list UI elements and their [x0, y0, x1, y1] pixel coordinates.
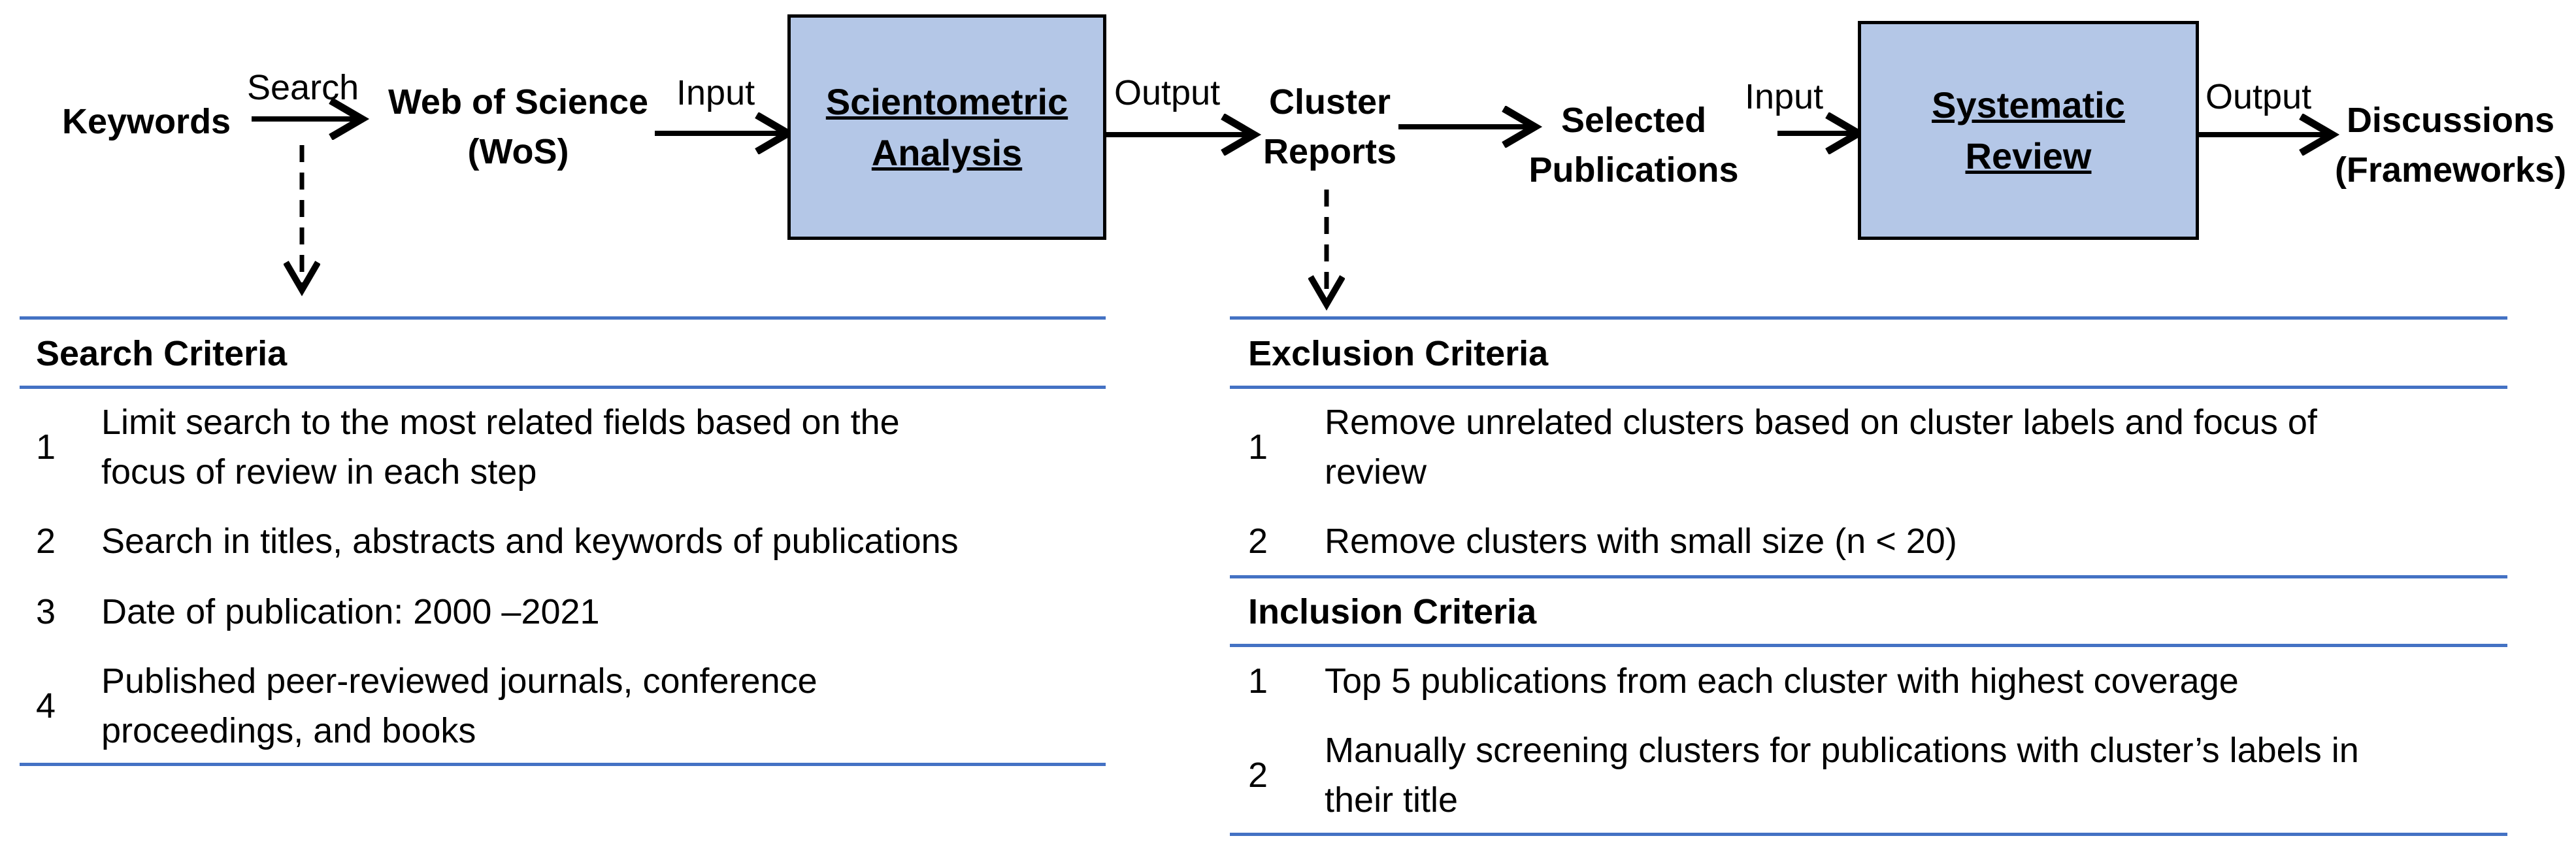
- search-criteria-item-1: 1 Limit search to the most related field…: [36, 403, 900, 492]
- search-criteria-item-2: 2 Search in titles, abstracts and keywor…: [36, 522, 959, 561]
- edge-label-output-2: Output: [2205, 77, 2312, 116]
- node-discussions: Discussions (Frameworks): [2334, 101, 2567, 190]
- node-cluster-reports: Cluster Reports: [1263, 82, 1397, 171]
- node-selected-publications: Selected Publications: [1528, 101, 1739, 190]
- exclusion-criteria-item-1: 1 Remove unrelated clusters based on clu…: [1248, 403, 2317, 492]
- rule-under-exclusion-title: [1230, 386, 2507, 389]
- box-systematic-review: Systematic Review: [1858, 21, 2199, 240]
- search-criteria-title: Search Criteria: [36, 334, 288, 373]
- search-criteria-item-3: 3 Date of publication: 2000 –2021: [36, 592, 600, 631]
- search-criteria-item-4: 4 Published peer-reviewed journals, conf…: [36, 661, 817, 750]
- rule-between-sections: [1230, 575, 2507, 578]
- node-keywords: Keywords: [62, 102, 231, 141]
- box-scientometric-analysis: Scientometric Analysis: [787, 14, 1106, 240]
- edge-label-input-1: Input: [676, 73, 755, 112]
- rule-top: [20, 316, 1106, 320]
- exclusion-criteria-title: Exclusion Criteria: [1248, 334, 1549, 373]
- node-web-of-science: Web of Science (WoS): [388, 82, 649, 171]
- inclusion-criteria-item-1: 1 Top 5 publications from each cluster w…: [1248, 661, 2239, 701]
- exclusion-criteria-item-2: 2 Remove clusters with small size (n < 2…: [1248, 522, 1957, 561]
- inclusion-criteria-item-2: 2 Manually screening clusters for public…: [1248, 731, 2359, 820]
- edge-label-search: Search: [247, 68, 359, 107]
- rule-under-inclusion-title: [1230, 644, 2507, 647]
- edge-label-output-1: Output: [1114, 73, 1221, 112]
- rule-bottom: [20, 763, 1106, 766]
- inclusion-criteria-title: Inclusion Criteria: [1248, 592, 1537, 631]
- edge-label-input-2: Input: [1745, 77, 1824, 116]
- rule-under-title: [20, 386, 1106, 389]
- rule-bottom: [1230, 833, 2507, 836]
- rule-top: [1230, 316, 2507, 320]
